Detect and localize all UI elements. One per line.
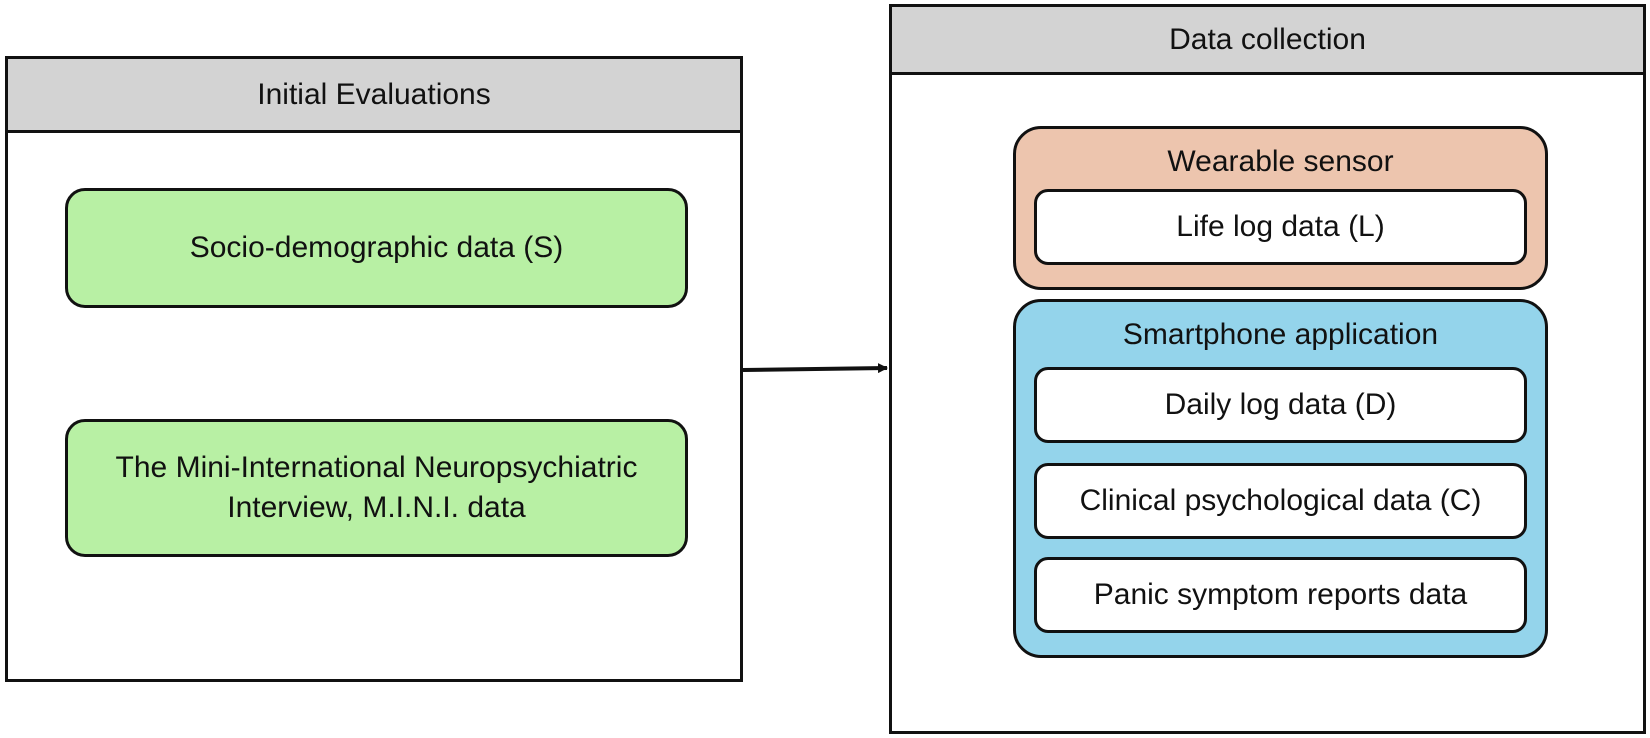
wearable-sensor-title: Wearable sensor [1167, 145, 1394, 178]
panic-symptom-reports-item: Panic symptom reports data [1034, 557, 1527, 633]
daily-log-data-item: Daily log data (D) [1034, 367, 1527, 443]
smartphone-application-group: Smartphone application Daily log data (D… [1013, 299, 1548, 658]
smartphone-application-title: Smartphone application [1122, 318, 1439, 351]
wearable-sensor-group: Wearable sensor Life log data (L) [1013, 126, 1548, 290]
life-log-data-item: Life log data (L) [1034, 189, 1527, 265]
initial-evaluations-header: Initial Evaluations [8, 59, 740, 133]
data-collection-panel: Data collection Wearable sensor Life log… [889, 4, 1646, 734]
clinical-psychological-data-item: Clinical psychological data (C) [1034, 463, 1527, 539]
initial-evaluations-panel: Initial Evaluations Socio-demographic da… [5, 56, 743, 682]
mini-interview-card: The Mini-International Neuropsychiatric … [65, 419, 688, 557]
socio-demographic-card: Socio-demographic data (S) [65, 188, 688, 308]
data-collection-header: Data collection [892, 7, 1643, 75]
